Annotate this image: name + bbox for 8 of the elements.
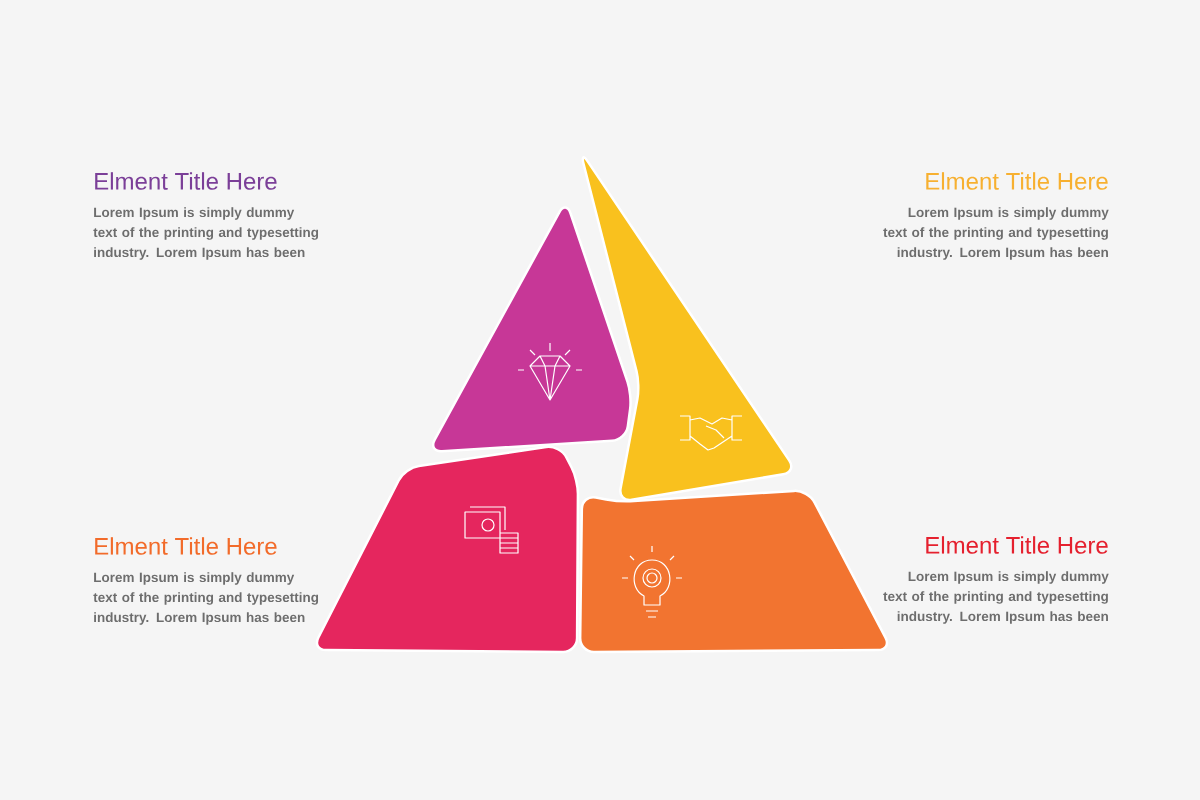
description-text: Lorem Ipsum is simply dummy text of the printing and typesetting industry. Lorem Ipsum has been	[883, 207, 1109, 260]
description-text: Lorem Ipsum is simply dummy text of the printing and typesetting industry. Lorem Ipsum has been	[93, 207, 319, 260]
description-text: Lorem Ipsum is simply dummy text of the printing and typesetting industry. Lorem Ipsum has been	[883, 571, 1109, 624]
element-title: Elment Title Here	[95, 537, 277, 555]
element-title: Elment Title Here	[95, 172, 277, 190]
element-title: Elment Title Here	[926, 536, 1108, 554]
description-text: Lorem Ipsum is simply dummy text of the printing and typesetting industry. Lorem Ipsum has been	[93, 572, 319, 625]
element-title: Elment Title Here	[926, 172, 1108, 190]
